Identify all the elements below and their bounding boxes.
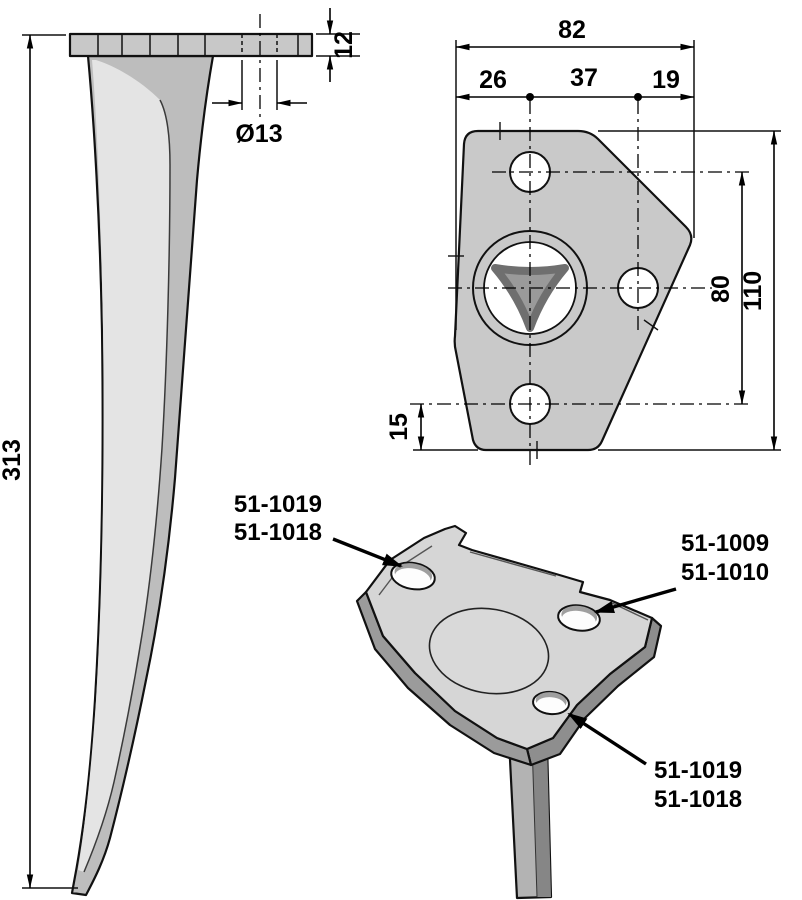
dim-82-label: 82 bbox=[558, 16, 586, 44]
dimension-hole-diameter: Ø13 bbox=[212, 60, 307, 148]
dimension-overall-height: 110 bbox=[598, 130, 781, 451]
dim-19-label: 19 bbox=[652, 66, 680, 94]
callout-arrow-top-left bbox=[332, 537, 403, 568]
part-number: 51-1010 bbox=[681, 559, 769, 586]
part-number: 51-1019 bbox=[654, 757, 742, 784]
flange-edge bbox=[68, 32, 314, 58]
flange-hole-hidden-edges bbox=[241, 34, 278, 56]
tine-bevel-line bbox=[83, 99, 171, 873]
part-number: 51-1019 bbox=[234, 491, 322, 518]
iso-hole-right bbox=[557, 604, 601, 632]
dimension-hole-offsets: 26 37 19 bbox=[455, 64, 695, 101]
dim-hole-dia-label: Ø13 bbox=[235, 120, 282, 148]
dim-15-label: 15 bbox=[385, 413, 413, 441]
iso-hub-recess bbox=[428, 607, 550, 695]
dim-12-label: 12 bbox=[330, 31, 358, 59]
dim-80-label: 80 bbox=[707, 275, 735, 303]
callout-arrow-bottom bbox=[567, 712, 647, 766]
iso-hole-bottom bbox=[532, 690, 570, 716]
dimension-bottom-offset: 15 bbox=[385, 403, 478, 451]
centerlines bbox=[410, 100, 752, 470]
edge-ticks bbox=[448, 122, 659, 459]
callout-label-top-left: 51-1019 51-1018 bbox=[234, 491, 322, 546]
iso-hole-top-left bbox=[390, 561, 436, 591]
tine-blade-highlight bbox=[78, 60, 170, 872]
dimension-overall-width: 82 bbox=[455, 16, 695, 330]
top-view: 82 26 37 19 80 110 15 bbox=[385, 16, 781, 470]
dim-313-label: 313 bbox=[0, 439, 26, 481]
dimension-overall-length: 313 bbox=[0, 34, 78, 889]
dimension-flange-thickness: 12 bbox=[316, 8, 360, 82]
dim-110-label: 110 bbox=[739, 271, 767, 311]
part-number: 51-1018 bbox=[654, 786, 742, 813]
callout-arrow-right bbox=[594, 587, 677, 614]
callout-label-bottom-right: 51-1019 51-1018 bbox=[654, 757, 742, 813]
part-number: 51-1009 bbox=[681, 530, 769, 557]
iso-view: 51-1019 51-1018 51-1009 51-1010 51-1019 … bbox=[234, 491, 769, 900]
part-number: 51-1018 bbox=[234, 519, 322, 546]
iso-shank-shade bbox=[532, 742, 551, 897]
flange-section-ticks bbox=[97, 34, 299, 56]
dim-37-label: 37 bbox=[570, 64, 598, 92]
iso-shank-edge bbox=[531, 741, 538, 898]
callout-label-right: 51-1009 51-1010 bbox=[681, 530, 769, 586]
dimension-hole-spacing-v: 80 bbox=[707, 171, 746, 405]
side-view: 313 12 Ø13 bbox=[0, 8, 360, 897]
dim-26-label: 26 bbox=[479, 66, 507, 94]
